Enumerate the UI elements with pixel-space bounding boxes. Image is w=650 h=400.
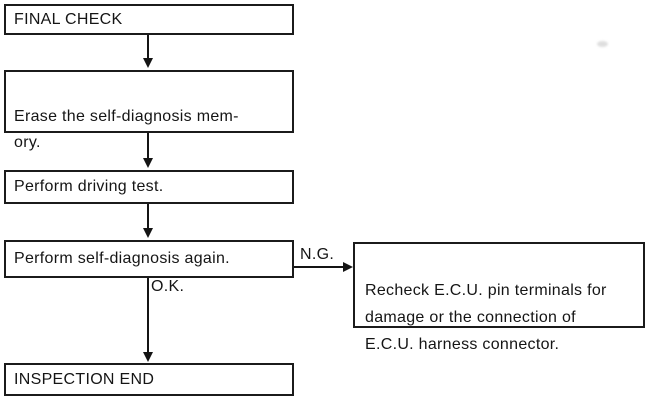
node-inspection-end: INSPECTION END — [4, 363, 294, 396]
node-recheck-ecu: Recheck E.C.U. pin terminals for damage … — [353, 242, 645, 353]
arrow-stem — [147, 133, 149, 160]
arrow-erase-memory-to-driving-test — [142, 133, 154, 168]
arrow-stem — [147, 278, 149, 354]
node-driving-test: Perform driving test. — [4, 170, 294, 204]
arrow-stem — [147, 204, 149, 230]
node-erase-memory-label: Erase the self-diagnosis mem- ory. — [14, 108, 239, 151]
arrow-self-diagnosis-to-inspection-end — [142, 278, 154, 362]
node-final-check-label: FINAL CHECK — [14, 10, 123, 28]
node-erase-memory: Erase the self-diagnosis mem- ory. — [4, 70, 294, 151]
arrow-down-head — [143, 228, 153, 238]
arrow-stem — [147, 35, 149, 60]
node-driving-test-label: Perform driving test. — [14, 178, 164, 195]
ok-edge-label: O.K. — [151, 278, 185, 295]
arrow-stem — [294, 266, 345, 268]
node-self-diagnosis-again-label: Perform self-diagnosis again. — [14, 250, 230, 267]
ng-edge-label: N.G. — [300, 246, 335, 263]
arrow-driving-test-to-self-diagnosis — [142, 204, 154, 238]
scan-artifact — [597, 41, 608, 47]
arrow-self-diagnosis-to-recheck-ecu — [294, 261, 353, 273]
arrow-right-head — [343, 262, 353, 272]
arrow-down-head — [143, 58, 153, 68]
node-final-check: FINAL CHECK — [4, 4, 294, 35]
node-recheck-ecu-label: Recheck E.C.U. pin terminals for damage … — [365, 282, 607, 353]
node-self-diagnosis-again: Perform self-diagnosis again. — [4, 240, 294, 278]
node-inspection-end-label: INSPECTION END — [14, 370, 155, 388]
arrow-down-head — [143, 158, 153, 168]
arrow-final-check-to-erase-memory — [142, 35, 154, 68]
arrow-down-head — [143, 352, 153, 362]
